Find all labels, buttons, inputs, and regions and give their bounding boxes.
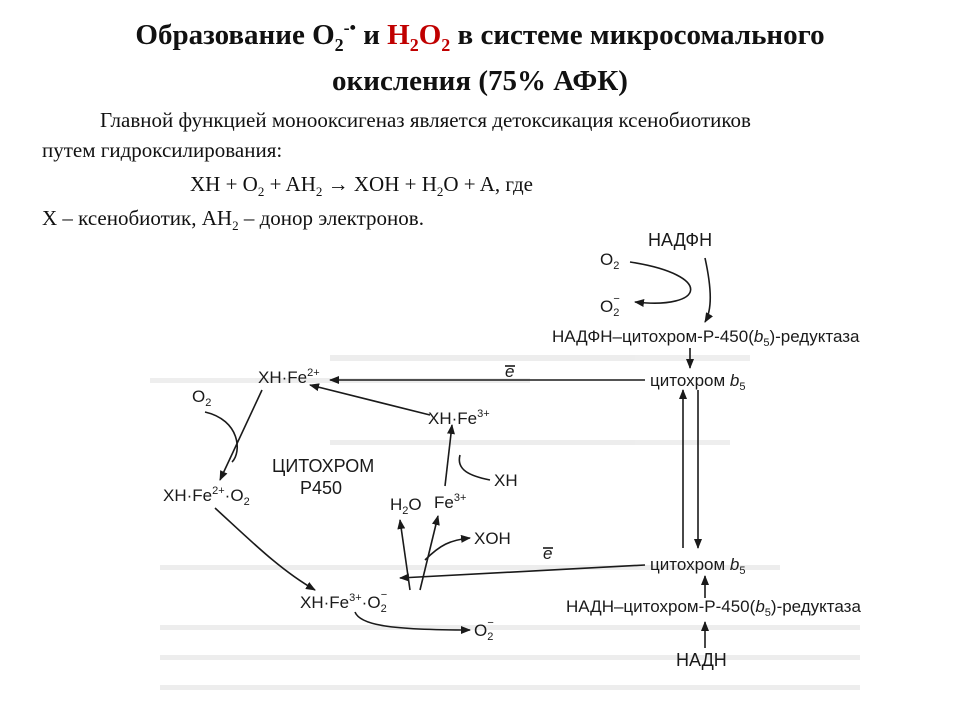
arrow-xhfe3-to-xhfe2 (309, 383, 431, 416)
arrow-to-xoh (424, 534, 471, 561)
xh-fe3-label: XH·Fe3+ (428, 408, 490, 428)
arrow-to-h2o (397, 519, 411, 591)
superoxide-top-label: O2− (600, 293, 620, 319)
electron-bottom-label: e (543, 544, 552, 563)
arrow-o2-binding (204, 411, 238, 463)
xh-label: XH (494, 471, 518, 490)
arrow-to-fe3 (419, 515, 440, 591)
scan-texture (150, 355, 860, 690)
cytochrome-p450-label-line2: P450 (300, 478, 342, 498)
electron-top-label: e (505, 362, 514, 381)
xh-fe2-o2-label: XH·Fe2+·O2 (163, 485, 250, 508)
nadh-reductase-label: НАДН–цитохром-Р-450(b5)-редуктаза (566, 597, 861, 619)
o2-top-label: O2 (600, 250, 619, 272)
superoxide-bottom-label: O2− (474, 617, 494, 643)
title-line-2: окисления (75% АФК) (332, 65, 628, 97)
intro-line-2: путем гидроксилирования: (42, 138, 283, 162)
arrow-xhfe2-to-o2complex (219, 389, 263, 481)
intro-line-1: Главной функцией монооксигеназ является … (100, 108, 751, 132)
arrow-release-superoxide (354, 611, 471, 634)
o2-left-label: O2 (192, 387, 211, 409)
h2o2-formula: H2O2 (387, 19, 451, 55)
reaction-equation: XH + O2 + AH2 → XOH + H2O + A, где (190, 172, 533, 200)
arrow-b5-bottom-electron (399, 564, 646, 582)
xh-fe3-o2-superoxide-label: XH·Fe3+·O2− (300, 589, 387, 615)
arrow-nadph-to-reductase (704, 257, 713, 323)
nadph-label: НАДФН (648, 230, 712, 250)
cytochrome-b5-top-label: цитохром b5 (650, 371, 746, 393)
cytochrome-b5-bottom-label: цитохром b5 (650, 555, 746, 577)
xoh-label: XOH (474, 529, 511, 548)
xh-fe2-label: XH·Fe2+ (258, 367, 320, 387)
fe3-label: Fe3+ (434, 492, 466, 512)
arrow-o2-to-superoxide (629, 261, 692, 307)
h2o-label: H2O (390, 495, 422, 517)
nadph-reductase-label: НАДФН–цитохром-Р-450(b5)-редуктаза (552, 327, 860, 349)
arrow-fe3-to-xhfe3 (444, 424, 455, 487)
slide-title: Образование O2-• и H2O2 в системе микрос… (40, 12, 920, 104)
cytochrome-p450-label-line1: ЦИТОХРОМ (272, 456, 374, 476)
arrow-xh-binding (458, 454, 491, 481)
arrow-o2complex-to-superoxide-complex (214, 507, 316, 591)
legend-line: X – ксенобиотик, AH2 – донор электронов. (42, 206, 424, 234)
nadh-label: НАДН (676, 650, 727, 670)
title-line-1: Образование O2-• и H2O2 в системе микрос… (135, 17, 825, 55)
